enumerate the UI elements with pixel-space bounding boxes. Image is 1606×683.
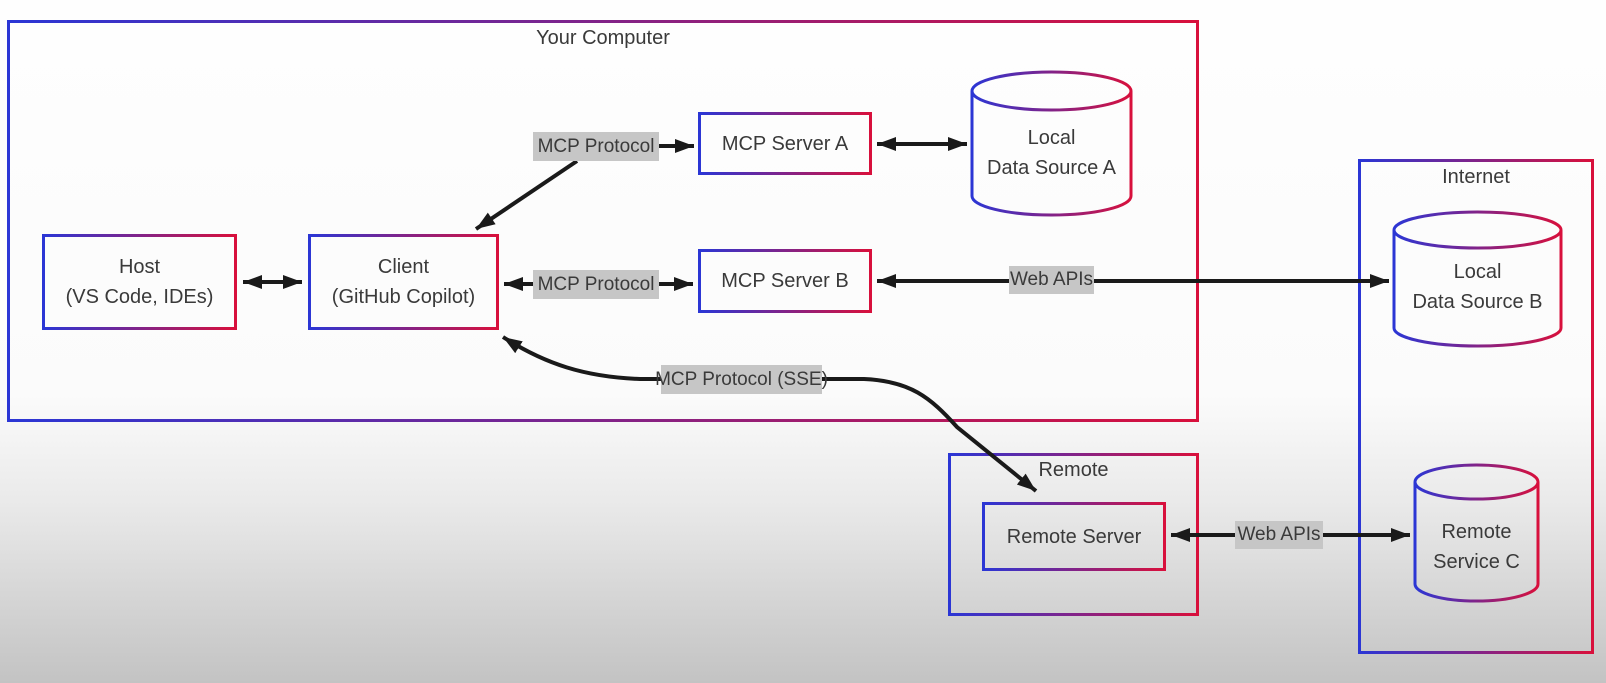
- web-apis-c-edge-label: Web APIs: [1235, 521, 1323, 549]
- mcp-server-a-node: MCP Server A: [698, 112, 872, 175]
- host-label-line2: (VS Code, IDEs): [65, 286, 214, 308]
- mcp-protocol-b-edge-label: MCP Protocol: [533, 270, 659, 299]
- client-remote-server-sse-arrow: [501, 335, 1038, 493]
- local-data-source-a-line1: Local: [1027, 127, 1076, 149]
- remote-service-c-line2: Service C: [1433, 551, 1520, 573]
- local-data-source-b-line2: Data Source B: [1412, 291, 1543, 313]
- host-label-line1: Host: [118, 256, 161, 278]
- internet-container: Internet: [1358, 159, 1594, 654]
- remote-label: Remote: [1038, 459, 1109, 481]
- local-data-source-b-cylinder-icon: [1392, 210, 1563, 348]
- mcp-server-b-node: MCP Server B: [698, 249, 872, 313]
- remote-server-label: Remote Server: [1006, 525, 1142, 548]
- client-label-line1: Client: [377, 256, 430, 278]
- local-data-source-a-line2: Data Source A: [987, 157, 1116, 179]
- remote-service-c-line1: Remote: [1441, 521, 1512, 543]
- internet-label: Internet: [1442, 166, 1510, 188]
- local-data-source-b-node: Local Data Source B: [1392, 256, 1563, 318]
- mcp-server-b-label: MCP Server B: [721, 270, 849, 292]
- local-data-source-a-cylinder-icon: [970, 70, 1133, 217]
- host-node: Host (VS Code, IDEs): [42, 234, 237, 330]
- your-computer-label: Your Computer: [536, 27, 670, 49]
- client-label-line2: (GitHub Copilot): [331, 286, 476, 308]
- mcp-protocol-a-to-client-arrow: [474, 159, 579, 231]
- mcp-protocol-sse-edge-label: MCP Protocol (SSE): [655, 365, 828, 394]
- remote-service-c-cylinder-icon: [1413, 463, 1540, 603]
- web-apis-b-edge-label: Web APIs: [1009, 266, 1094, 294]
- local-data-source-b-line1: Local: [1453, 261, 1502, 283]
- remote-service-c-node: Remote Service C: [1413, 516, 1540, 578]
- remote-server-node: Remote Server: [982, 502, 1166, 571]
- local-data-source-a-node: Local Data Source A: [970, 122, 1133, 184]
- mcp-server-a-label: MCP Server A: [721, 132, 849, 155]
- client-node: Client (GitHub Copilot): [308, 234, 499, 330]
- mcp-protocol-a-edge-label: MCP Protocol: [533, 132, 659, 161]
